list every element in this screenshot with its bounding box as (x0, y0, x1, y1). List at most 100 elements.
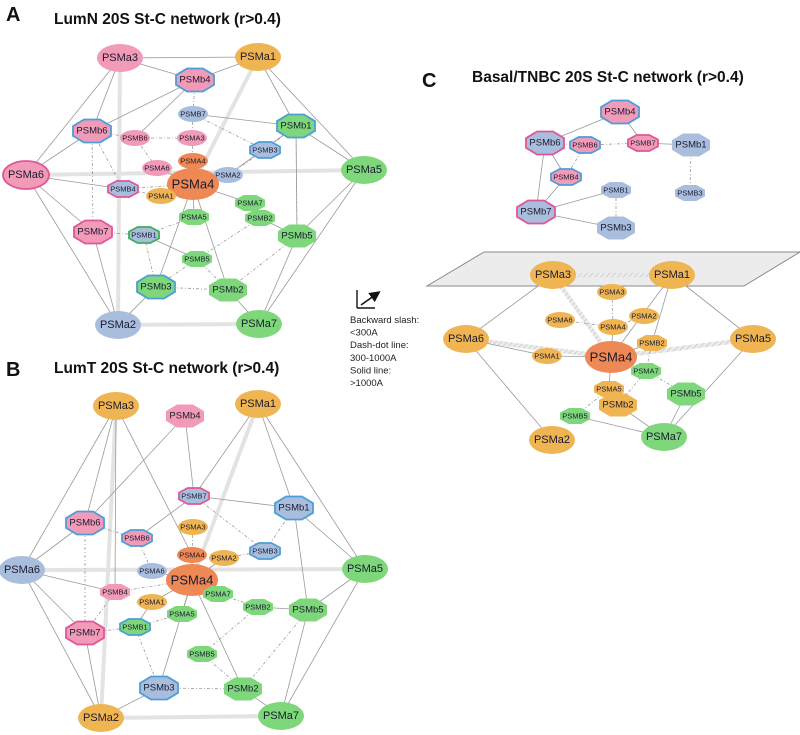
edge-PSMb4-PSMB7 (184, 415, 195, 497)
node-label: PSMA1 (534, 352, 559, 361)
node-label: PSMA7 (237, 199, 262, 208)
edge-PSMb3-PSMb2 (158, 687, 244, 690)
node-shape (182, 251, 212, 267)
node-label: PSMb5 (281, 231, 312, 242)
edge-PSMa3-PSMa1 (119, 56, 259, 59)
node-label: PSMA4 (179, 551, 204, 560)
node-label: PSMB7 (180, 110, 205, 119)
node-shape (597, 284, 627, 300)
edge-PSMa7-PSMb5 (258, 235, 298, 325)
node-label: PSMa2 (83, 712, 119, 724)
node-label: PSMb5 (670, 389, 701, 400)
node-label: PSMA4 (600, 323, 625, 332)
node-PSMb7: PSMb7 (65, 620, 105, 646)
node-label: PSMB6 (572, 141, 597, 150)
node-label: PSMb6 (529, 138, 560, 149)
node-label: PSMB5 (189, 650, 214, 659)
node-shape (667, 382, 705, 406)
node-shape (289, 598, 327, 622)
edge-PSMb6-PSMb7 (91, 130, 94, 233)
node-label: PSMA2 (211, 554, 236, 563)
node-shape (100, 584, 130, 600)
node-shape (179, 209, 209, 225)
node-PSMB3: PSMB3 (249, 542, 281, 560)
edge-PSMa1-PSMb1 (257, 403, 295, 509)
node-PSMB1: PSMB1 (128, 226, 160, 244)
node-PSMb6: PSMb6 (65, 510, 105, 536)
legend-text: Backward slash: <300A Dash-dot line: 300… (350, 315, 422, 389)
edge-PSMa3-PSMa6 (25, 57, 121, 176)
legend-line-4: 300-1000A (350, 353, 397, 364)
node-label: PSMA1 (148, 192, 173, 201)
node-PSMb4: PSMb4 (600, 99, 640, 125)
edge-PSMB7-PSMB3 (193, 495, 266, 552)
node-PSMb6: PSMb6 (525, 130, 565, 156)
node-label: PSMb6 (69, 518, 100, 529)
node-shape (167, 606, 197, 622)
node-shape (203, 586, 233, 602)
node-label: PSMA6 (144, 164, 169, 173)
legend-line-2: <300A (350, 328, 378, 339)
node-PSMA5: PSMA5 (167, 606, 197, 622)
node-shape (560, 408, 590, 424)
node-shape (675, 185, 705, 201)
edge-PSMa5-PSMa7 (280, 568, 366, 717)
node-label: PSMb1 (278, 503, 309, 514)
node-PSMA3: PSMA3 (178, 519, 208, 535)
node-PSMA4: PSMA4 (178, 153, 208, 169)
node-PSMa5: PSMa5 (730, 325, 776, 353)
node-label: PSMB5 (184, 255, 209, 264)
node-shape (142, 160, 172, 176)
node-PSMa6: PSMa6 (2, 160, 50, 190)
node-label: PSMA2 (631, 312, 656, 321)
node-PSMb3: PSMb3 (597, 216, 635, 240)
node-label: PSMb1 (675, 140, 706, 151)
edge-PSMa3-PSMa6 (21, 405, 117, 571)
node-PSMa4: PSMa4 (585, 341, 637, 373)
edge-PSMa2-PSMb7 (92, 231, 119, 326)
edge-PSMB5-PSMb2 (196, 258, 229, 291)
node-shape (532, 348, 562, 364)
node-shape (137, 563, 167, 579)
edge-PSMb1-PSMb5 (295, 125, 298, 237)
node-label: PSMA5 (181, 213, 206, 222)
node-label: PSMa6 (4, 564, 40, 576)
node-label: PSMa3 (102, 52, 138, 64)
node-PSMb2: PSMb2 (599, 393, 637, 417)
node-label: PSMB4 (102, 588, 127, 597)
node-label: PSMb4 (169, 411, 200, 422)
node-label: PSMB1 (603, 186, 628, 195)
node-PSMA2: PSMA2 (629, 308, 659, 324)
node-label: PSMA5 (596, 385, 621, 394)
node-shape (235, 390, 281, 418)
node-shape (167, 168, 219, 200)
node-label: PSMb2 (602, 400, 633, 411)
node-PSMA1: PSMA1 (137, 594, 167, 610)
legend-line-5: Solid line: (350, 365, 391, 376)
node-label: PSMa2 (100, 319, 136, 331)
node-shape (177, 130, 207, 146)
node-shape (516, 199, 556, 225)
node-shape (119, 618, 151, 636)
node-PSMB4: PSMB4 (550, 168, 582, 186)
node-PSMb5: PSMb5 (667, 382, 705, 406)
node-shape (341, 156, 387, 184)
edge-PSMb6-PSMB6 (91, 130, 136, 139)
edge-PSMb6-PSMb4 (91, 79, 196, 132)
node-shape (276, 113, 316, 139)
node-PSMA7: PSMA7 (631, 363, 661, 379)
edge-PSMa3-PSMa2 (99, 405, 118, 719)
node-label: PSMb7 (520, 207, 551, 218)
node-label: PSMb5 (292, 605, 323, 616)
edge-PSMa3-PSMB4 (114, 405, 117, 593)
panel-title-a: LumN 20S St-C network (r>0.4) (54, 11, 281, 28)
node-label: PSMB7 (630, 139, 655, 148)
node-label: PSMA5 (169, 610, 194, 619)
node-shape (146, 188, 176, 204)
node-shape (120, 130, 150, 146)
node-PSMA1: PSMA1 (146, 188, 176, 204)
node-label: PSMa4 (171, 573, 214, 588)
edge-PSMB1-PSMb3 (134, 626, 160, 689)
node-shape (598, 319, 628, 335)
node-label: PSMa3 (98, 400, 134, 412)
